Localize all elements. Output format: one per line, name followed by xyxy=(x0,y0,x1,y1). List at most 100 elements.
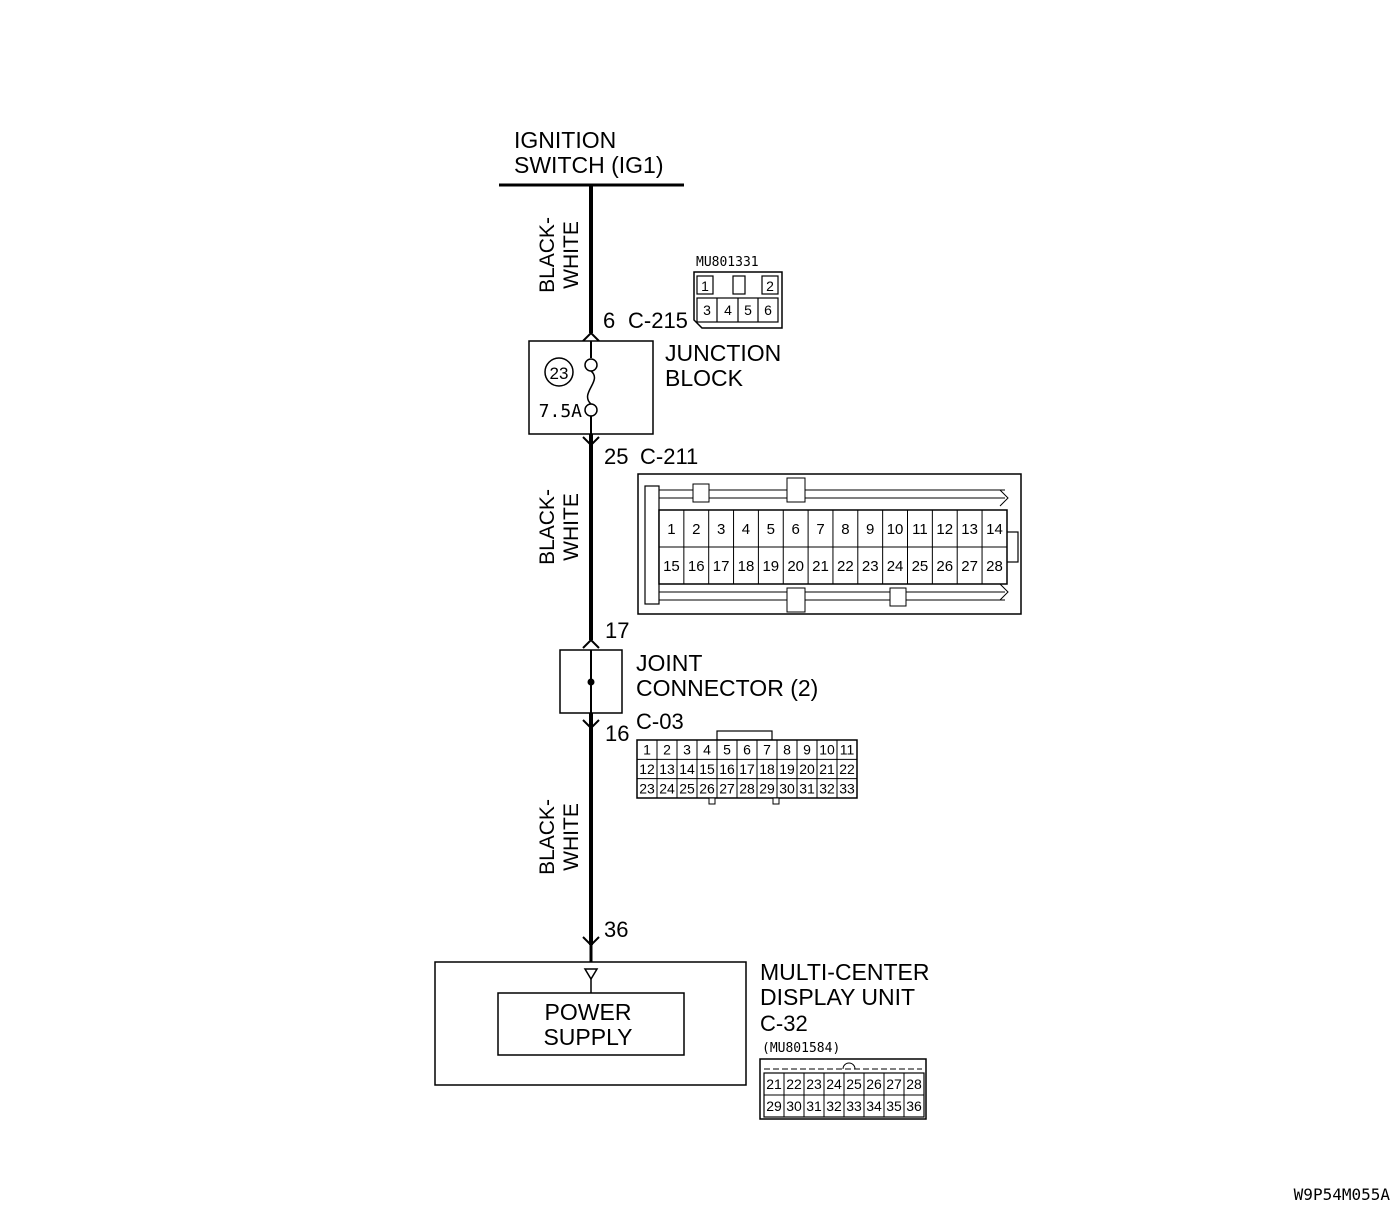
c32-pin: 35 xyxy=(886,1098,902,1114)
jc-pin-in: 17 xyxy=(605,618,629,643)
figure-id: W9P54M055A xyxy=(1294,1185,1391,1204)
joint-connector-label-line1: JOINT xyxy=(636,650,702,676)
c03-pin: 22 xyxy=(839,761,855,777)
c32-pin: 33 xyxy=(846,1098,862,1114)
wire-color-1-line2: WHITE xyxy=(560,221,583,289)
c211-pin: 10 xyxy=(887,521,904,538)
c211-pin: 3 xyxy=(717,521,725,538)
c03-pin: 12 xyxy=(639,761,655,777)
c03-pin: 9 xyxy=(803,742,811,758)
c32-pin: 27 xyxy=(886,1076,902,1092)
power-supply-label-line2: SUPPLY xyxy=(543,1024,632,1050)
c03-pin: 7 xyxy=(763,742,771,758)
c211-pin: 28 xyxy=(986,558,1003,575)
fuse-number: 23 xyxy=(550,364,569,383)
c03-pin: 24 xyxy=(659,780,675,796)
c03-pin: 26 xyxy=(699,780,715,796)
c03-pin: 13 xyxy=(659,761,675,777)
c03-pin: 2 xyxy=(663,742,671,758)
wire-color-label-1: BLACK- WHITE xyxy=(536,217,583,293)
c03-pin: 31 xyxy=(799,780,815,796)
fuse-rating: 7.5A xyxy=(539,401,583,422)
c211-pin: 24 xyxy=(887,558,904,575)
c32-pin: 21 xyxy=(766,1076,782,1092)
c03-pin: 20 xyxy=(799,761,815,777)
c211-pin: 2 xyxy=(692,521,700,538)
jc-pin-out: 16 xyxy=(605,721,629,746)
junction-block-label-line1: JUNCTION xyxy=(665,340,781,366)
ignition-switch: IGNITION SWITCH (IG1) xyxy=(499,127,684,187)
c211-pin: 11 xyxy=(912,521,928,538)
c32-pin: 31 xyxy=(806,1098,822,1114)
c03-pin: 27 xyxy=(719,780,735,796)
c215-pin: 1 xyxy=(701,278,709,294)
c03-pin: 11 xyxy=(840,742,855,758)
c32-pin: 29 xyxy=(766,1098,782,1114)
wire-color-2-line1: BLACK- xyxy=(536,489,559,565)
wire-color-label-2: BLACK- WHITE xyxy=(536,489,583,565)
c03-pin: 4 xyxy=(703,742,711,758)
c211-pin: 20 xyxy=(787,558,804,575)
c211-pin: 8 xyxy=(841,521,849,538)
c211-pin: 22 xyxy=(837,558,854,575)
c215-pin: 3 xyxy=(703,302,711,318)
c211-pin: 7 xyxy=(816,521,824,538)
c03-pin: 1 xyxy=(643,742,651,758)
c03-pin: 5 xyxy=(723,742,731,758)
c32-pin: 23 xyxy=(806,1076,822,1092)
fuse-terminal-icon xyxy=(584,403,598,417)
c03-pin: 17 xyxy=(739,761,755,777)
c211-pin: 25 xyxy=(912,558,929,575)
c211-pin: 26 xyxy=(936,558,953,575)
wire-color-label-3: BLACK- WHITE xyxy=(536,799,583,875)
c03-pin: 6 xyxy=(743,742,751,758)
jc-in-terminal-arrow xyxy=(582,638,600,649)
c211-pin: 23 xyxy=(862,558,879,575)
c32-pin: 25 xyxy=(846,1076,862,1092)
mcdu-pin-number: 36 xyxy=(604,917,628,942)
c32-pin: 32 xyxy=(826,1098,842,1114)
c03-pin: 3 xyxy=(683,742,691,758)
c211-pin: 13 xyxy=(961,521,978,538)
c03-pin: 19 xyxy=(779,761,795,777)
c211-pin: 12 xyxy=(936,521,953,538)
c211-pin: 17 xyxy=(713,558,730,575)
c32-part-number: (MU801584) xyxy=(762,1041,840,1056)
c211-pin: 19 xyxy=(762,558,779,575)
c03-pin: 16 xyxy=(719,761,735,777)
splice-point-icon xyxy=(587,678,595,686)
c03-pin: 28 xyxy=(739,780,755,796)
wire-color-1-line1: BLACK- xyxy=(536,217,559,293)
c211-pin: 9 xyxy=(866,521,874,538)
c211-pin: 5 xyxy=(767,521,775,538)
ignition-switch-label-line2: SWITCH (IG1) xyxy=(514,152,664,178)
c03-pin: 15 xyxy=(699,761,715,777)
c215-pin: 4 xyxy=(724,302,732,318)
c03-pin: 8 xyxy=(783,742,791,758)
c215-terminal-arrow xyxy=(582,331,600,342)
mcdu-label-line2: DISPLAY UNIT xyxy=(760,984,915,1010)
c03-pin: 29 xyxy=(759,780,775,796)
c215-part-number: MU801331 xyxy=(696,255,759,270)
c211-pin: 1 xyxy=(667,521,675,538)
c211-pin: 4 xyxy=(742,521,750,538)
c32-pin: 26 xyxy=(866,1076,882,1092)
c211-pin-number: 25 xyxy=(604,444,628,469)
c211-pin: 27 xyxy=(961,558,978,575)
wire-color-3-line1: BLACK- xyxy=(536,799,559,875)
c215-connector-name: C-215 xyxy=(628,308,688,333)
multi-center-display-unit: POWER SUPPLY MULTI-CENTER DISPLAY UNIT C… xyxy=(434,959,930,1086)
c32-pin: 30 xyxy=(786,1098,802,1114)
power-supply-box xyxy=(497,992,685,1056)
c03-pin: 18 xyxy=(759,761,775,777)
c211-connector-name: C-211 xyxy=(640,444,698,469)
c03-connector-name: C-03 xyxy=(636,709,684,734)
c211-pin: 16 xyxy=(688,558,705,575)
wire-color-3-line2: WHITE xyxy=(560,803,583,871)
jc-out-terminal-arrow xyxy=(582,719,600,730)
wire-color-2-line2: WHITE xyxy=(560,493,583,561)
